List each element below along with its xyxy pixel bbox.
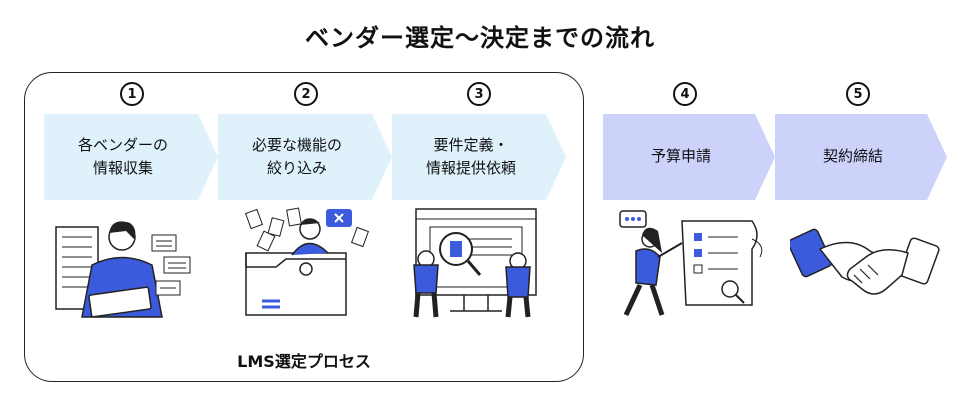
documents-folder-icon: [244, 207, 370, 316]
person-laptop-icon: [55, 221, 191, 318]
step-number-5: 5: [846, 82, 870, 106]
lms-process-label: LMS選定プロセス: [237, 352, 371, 371]
lms-process-group: [24, 72, 584, 382]
step-1-arrow: 各ベンダーの 情報収集: [44, 114, 218, 200]
step-4-arrow: 予算申請: [603, 114, 775, 200]
step-5-arrow: 契約締結: [775, 114, 947, 200]
step-number-2: 2: [294, 82, 318, 106]
step-number-1: 1: [120, 82, 144, 106]
step-number-4: 4: [673, 82, 697, 106]
handshake-icon: [790, 228, 940, 295]
page-title: ベンダー選定〜決定までの流れ: [305, 24, 655, 52]
checklist-person-icon: [619, 210, 763, 317]
step-number-3: 3: [467, 82, 491, 106]
step-3-arrow: 要件定義・ 情報提供依頼: [392, 114, 566, 200]
magnifier-team-icon: [413, 208, 537, 318]
step-2-arrow: 必要な機能の 絞り込み: [218, 114, 392, 200]
